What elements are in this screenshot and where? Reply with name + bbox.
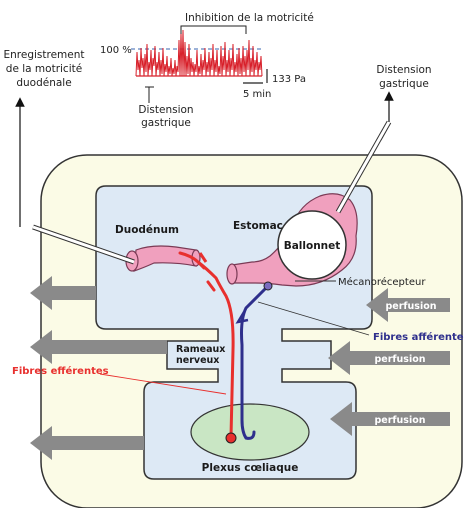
enregistrement-label-1: Enregistrement bbox=[3, 49, 84, 61]
distension-top-label-1: Distension bbox=[376, 64, 431, 76]
inhibition-label: Inhibition de la motricité bbox=[185, 12, 314, 24]
rameaux-label-2: nerveux bbox=[176, 355, 219, 366]
perfusion-label-top: perfusion bbox=[385, 301, 436, 312]
estomac-label: Estomac bbox=[233, 220, 283, 232]
outflow-arrows bbox=[30, 276, 167, 460]
time-scale-label: 5 min bbox=[243, 89, 271, 100]
distension-mark-label-2: gastrique bbox=[141, 117, 191, 129]
mechanoreceptor-dot bbox=[263, 281, 273, 291]
efferent-fibre bbox=[178, 251, 235, 439]
percent-label: 100 % bbox=[100, 45, 132, 56]
efferent-branch bbox=[198, 252, 208, 263]
inhibition-bracket bbox=[180, 25, 247, 34]
efferent-neuron bbox=[225, 432, 237, 444]
outflow-arrow-top bbox=[30, 276, 96, 310]
motility-recording bbox=[131, 25, 268, 103]
afferent-pointer bbox=[257, 301, 370, 336]
enregistrement-label-3: duodénale bbox=[16, 77, 71, 89]
plexus-area bbox=[190, 403, 310, 461]
perfusion-arrow-middle bbox=[328, 341, 450, 375]
outflow-arrow-middle bbox=[30, 330, 167, 364]
motility-trace bbox=[135, 29, 263, 77]
ballonnet-label: Ballonnet bbox=[284, 240, 341, 252]
distension-top-label-2: gastrique bbox=[379, 78, 429, 90]
perfusion-label-middle: perfusion bbox=[374, 354, 425, 365]
distension-marker bbox=[145, 86, 154, 103]
efferent-pointer bbox=[99, 373, 227, 395]
perfusion-arrow-bottom bbox=[330, 402, 450, 436]
recording-catheter bbox=[32, 224, 135, 265]
perfusion-arrow-top bbox=[366, 288, 450, 322]
mecanorecepteur-label: Mécanorécepteur bbox=[338, 276, 426, 288]
distension-catheter bbox=[335, 120, 392, 214]
pressure-scale-label: 133 Pa bbox=[272, 74, 306, 85]
outflow-arrow-bottom bbox=[30, 426, 144, 460]
stomach-opening bbox=[226, 263, 238, 285]
plexus-label: Plexus cœliaque bbox=[202, 462, 299, 474]
afferent-arrowhead bbox=[235, 311, 249, 324]
rameaux-label-1: Rameaux bbox=[176, 344, 225, 355]
enregistrement-label-2: de la motricité bbox=[6, 63, 82, 75]
perfusion-arrows bbox=[328, 288, 450, 436]
distension-mark-label-1: Distension bbox=[138, 104, 193, 116]
duodenum-label: Duodénum bbox=[115, 224, 179, 236]
afferent-fibre bbox=[240, 284, 270, 440]
fibres-efferentes-label: Fibres efférentes bbox=[12, 365, 109, 377]
perfusion-label-bottom: perfusion bbox=[374, 415, 425, 426]
balloon bbox=[277, 210, 347, 280]
fibres-afferentes-label: Fibres afférentes bbox=[373, 331, 464, 343]
